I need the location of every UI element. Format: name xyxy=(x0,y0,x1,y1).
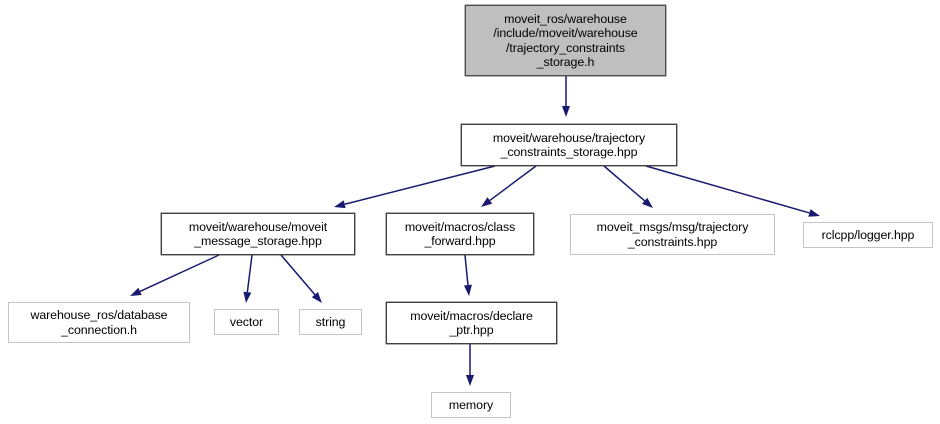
graph-node-trajectory_constraints_storage_hpp[interactable]: moveit/warehouse/trajectory _constraints… xyxy=(461,124,677,166)
edge-arrowhead-message-storage-to-vector xyxy=(243,291,252,303)
graph-node-label: moveit/macros/class _forward.hpp xyxy=(404,219,516,248)
graph-node-rclcpp_logger_hpp[interactable]: rclcpp/logger.hpp xyxy=(803,222,933,248)
edge-arrowhead-storage-hpp-to-moveit-msgs xyxy=(642,197,653,208)
edge-line-class-forward-to-declare-ptr xyxy=(464,254,469,286)
graph-node-vector[interactable]: vector xyxy=(214,309,279,335)
graph-node-warehouse_ros_database_connection_h[interactable]: warehouse_ros/database _connection.h xyxy=(8,302,190,343)
graph-node-declare_ptr_hpp[interactable]: moveit/macros/declare _ptr.hpp xyxy=(386,302,557,344)
graph-node-memory[interactable]: memory xyxy=(431,392,511,418)
edge-arrowhead-root-to-storage-hpp xyxy=(562,106,570,117)
edge-line-message-storage-to-vector xyxy=(246,254,253,293)
graph-node-string[interactable]: string xyxy=(299,309,362,335)
graph-node-label: moveit/warehouse/trajectory _constraints… xyxy=(492,130,646,159)
graph-node-label: warehouse_ros/database _connection.h xyxy=(30,308,168,337)
graph-node-class_forward_hpp[interactable]: moveit/macros/class _forward.hpp xyxy=(386,213,534,255)
graph-node-label: string xyxy=(315,314,346,329)
graph-node-label: moveit_ros/warehouse /include/moveit/war… xyxy=(493,11,638,69)
edge-arrowhead-storage-hpp-to-class-forward xyxy=(481,197,493,207)
graph-node-label: memory xyxy=(448,397,494,412)
edge-line-storage-hpp-to-message-storage xyxy=(344,165,496,206)
graph-node-label: moveit_msgs/msg/trajectory _constraints.… xyxy=(596,220,749,249)
edge-arrowhead-storage-hpp-to-rclcpp-logger xyxy=(808,209,820,217)
graph-node-label: vector xyxy=(229,314,264,329)
edge-line-storage-hpp-to-rclcpp-logger xyxy=(645,165,810,214)
graph-node-label: moveit/warehouse/moveit _message_storage… xyxy=(188,219,328,248)
graph-node-moveit_message_storage_hpp[interactable]: moveit/warehouse/moveit _message_storage… xyxy=(161,213,355,255)
edge-arrowhead-message-storage-to-string xyxy=(311,292,322,303)
graph-node-root[interactable]: moveit_ros/warehouse /include/moveit/war… xyxy=(465,5,666,76)
edge-line-message-storage-to-warehouse-ros xyxy=(139,254,220,293)
graph-node-moveit_msgs_trajectory_constraints_hpp[interactable]: moveit_msgs/msg/trajectory _constraints.… xyxy=(570,214,775,255)
graph-node-label: moveit/macros/declare _ptr.hpp xyxy=(410,308,533,337)
edge-arrowhead-class-forward-to-declare-ptr xyxy=(463,284,472,296)
graph-node-label: rclcpp/logger.hpp xyxy=(821,227,915,242)
edge-line-storage-hpp-to-moveit-msgs xyxy=(603,165,646,202)
edge-line-storage-hpp-to-class-forward xyxy=(489,165,537,202)
edge-line-message-storage-to-string xyxy=(280,254,316,296)
edge-arrowhead-message-storage-to-warehouse-ros xyxy=(130,287,142,296)
edge-arrowhead-declare-ptr-to-memory xyxy=(466,375,474,386)
edge-arrowhead-storage-hpp-to-message-storage xyxy=(334,200,346,209)
